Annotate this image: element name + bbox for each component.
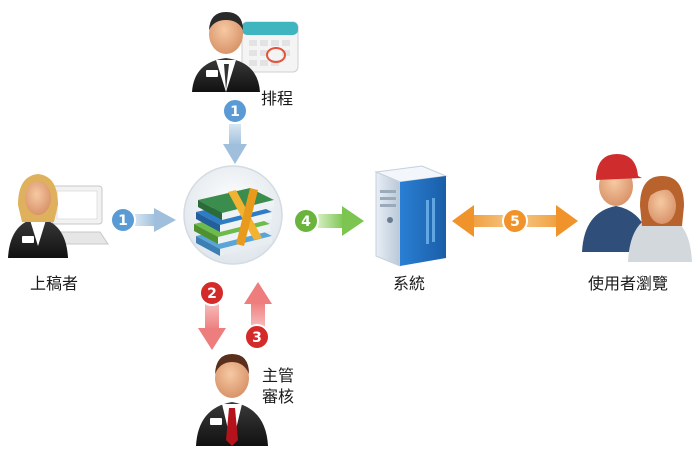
viewers-label: 使用者瀏覽 — [588, 274, 669, 293]
step-number: 2 — [207, 286, 217, 302]
books-icon — [194, 188, 274, 256]
step-number: 3 — [252, 330, 262, 346]
arrow-author-to-hub — [134, 208, 176, 232]
reviewer-label-line1: 主管 — [262, 366, 295, 385]
step-badge-4: 4 — [293, 208, 319, 234]
step-number: 1 — [230, 104, 240, 120]
viewers-figure — [582, 154, 692, 262]
step-badge-3: 3 — [244, 324, 270, 350]
calendar-icon — [241, 21, 299, 73]
scheduler-label: 排程 — [261, 89, 294, 108]
arrow-schedule-to-hub — [223, 124, 247, 164]
reviewer-figure — [196, 354, 268, 446]
step-badge-1-top: 1 — [222, 98, 248, 124]
arrow-hub-to-reviewer — [198, 300, 226, 350]
arrow-system-viewers-bidirectional — [452, 205, 578, 237]
step-number: 4 — [301, 214, 311, 230]
author-label: 上稿者 — [30, 274, 79, 293]
arrow-hub-to-system — [318, 206, 364, 236]
step-badge-5: 5 — [502, 208, 528, 234]
computer-icon — [51, 185, 109, 245]
system-label: 系統 — [393, 274, 426, 293]
server-tower — [374, 165, 448, 267]
reviewer-label-line2: 審核 — [262, 387, 295, 406]
scheduler-figure — [192, 12, 299, 92]
author-figure — [8, 174, 109, 258]
arrow-reviewer-to-hub — [244, 282, 272, 330]
step-number: 1 — [118, 213, 128, 229]
step-badge-1-left: 1 — [110, 207, 136, 233]
content-hub — [183, 165, 283, 265]
step-number: 5 — [510, 214, 520, 230]
step-badge-2: 2 — [199, 280, 225, 306]
